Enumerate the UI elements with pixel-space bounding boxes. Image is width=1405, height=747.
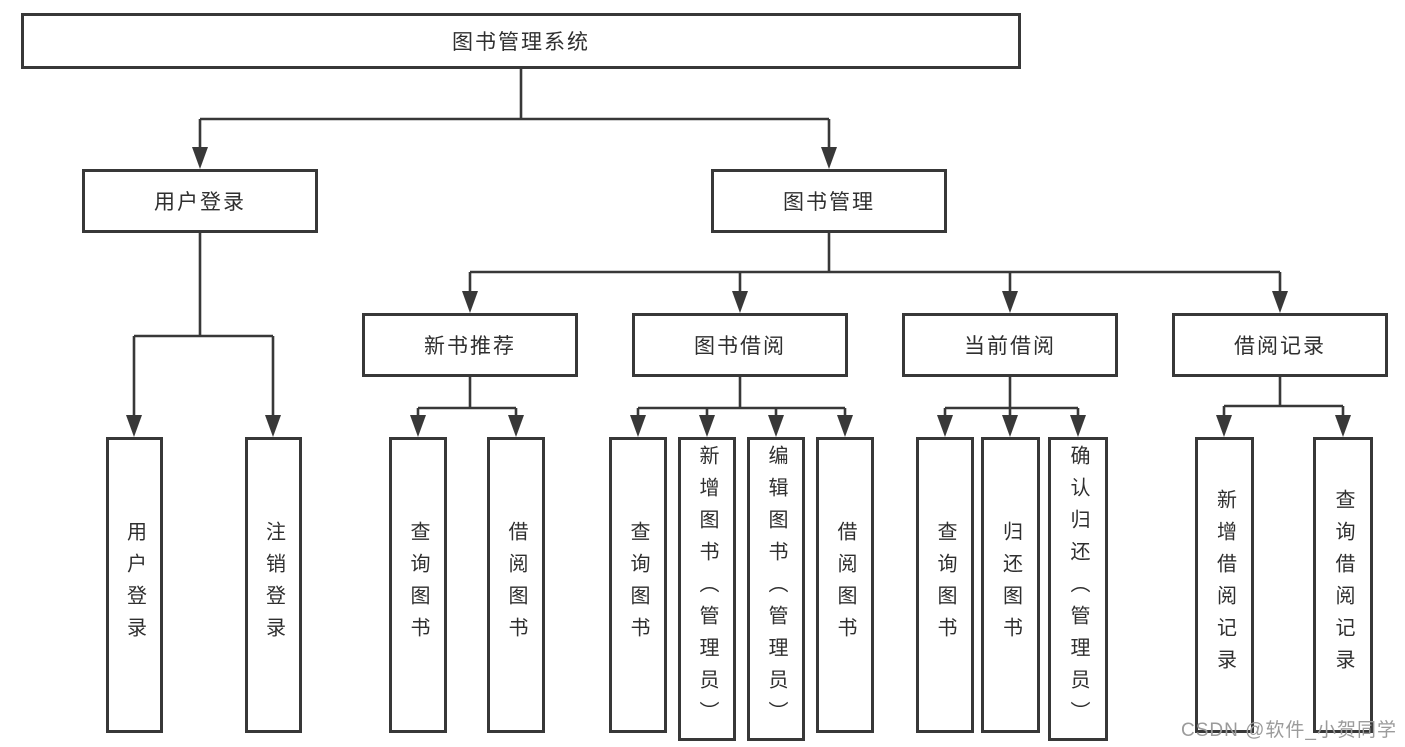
arrowhead [1272,291,1288,313]
arrowhead [410,415,426,437]
leaf-borrow-books-recommend-label: 借阅图书 [505,521,527,649]
leaf-return-books: 归还图书 [981,437,1040,733]
leaf-query-books-recommend-label: 查询图书 [407,521,429,649]
node-user-login: 用户登录 [82,169,318,233]
node-new-book-recommend-label: 新书推荐 [424,335,516,358]
leaf-query-borrow-record: 查询借阅记录 [1313,437,1373,733]
arrowhead [265,415,281,437]
leaf-edit-books-admin: 编辑图书（管理员） [747,437,805,741]
leaf-borrow-books: 借阅图书 [816,437,874,733]
leaf-confirm-return-admin-label: 确认归还（管理员） [1067,445,1089,733]
arrowhead [937,415,953,437]
arrowhead [1070,415,1086,437]
leaf-add-borrow-record-label: 新增借阅记录 [1213,489,1236,681]
leaf-query-books-borrow-label: 查询图书 [627,521,649,649]
csdn-watermark: CSDN @软件_小贺同学 [1181,720,1397,741]
leaf-query-books-current: 查询图书 [916,437,974,733]
node-root: 图书管理系统 [21,13,1021,69]
arrowhead [699,415,715,437]
arrowhead [1002,291,1018,313]
leaf-add-borrow-record: 新增借阅记录 [1195,437,1254,733]
arrowhead [1002,415,1018,437]
node-book-management: 图书管理 [711,169,947,233]
arrowhead [508,415,524,437]
node-borrowing-records-label: 借阅记录 [1234,335,1326,358]
arrowhead [462,291,478,313]
leaf-query-borrow-record-label: 查询借阅记录 [1332,489,1354,681]
leaf-borrow-books-label: 借阅图书 [834,521,856,649]
leaf-user-login: 用户登录 [106,437,163,733]
arrowhead [192,147,208,169]
leaf-logout-label: 注销登录 [262,521,285,649]
arrowhead [1335,415,1351,437]
leaf-confirm-return-admin: 确认归还（管理员） [1048,437,1108,741]
leaf-query-books-borrow: 查询图书 [609,437,667,733]
leaf-borrow-books-recommend: 借阅图书 [487,437,545,733]
arrowhead [837,415,853,437]
arrowhead [630,415,646,437]
arrowhead [732,291,748,313]
arrowhead [821,147,837,169]
node-book-management-label: 图书管理 [783,191,875,214]
leaf-edit-books-admin-label: 编辑图书（管理员） [765,445,787,733]
leaf-return-books-label: 归还图书 [999,521,1022,649]
leaf-query-books-current-label: 查询图书 [934,521,956,649]
node-book-borrowing: 图书借阅 [632,313,848,377]
arrowhead [126,415,142,437]
node-user-login-label: 用户登录 [154,191,246,214]
node-borrowing-records: 借阅记录 [1172,313,1388,377]
leaf-add-books-admin-label: 新增图书（管理员） [696,445,718,733]
node-new-book-recommend: 新书推荐 [362,313,578,377]
leaf-query-books-recommend: 查询图书 [389,437,447,733]
arrowhead [768,415,784,437]
node-book-borrowing-label: 图书借阅 [694,335,786,358]
leaf-logout: 注销登录 [245,437,302,733]
node-current-borrowing: 当前借阅 [902,313,1118,377]
node-current-borrowing-label: 当前借阅 [964,335,1056,358]
leaf-add-books-admin: 新增图书（管理员） [678,437,736,741]
leaf-user-login-label: 用户登录 [123,521,146,649]
node-root-label: 图书管理系统 [452,31,590,54]
arrowhead [1216,415,1232,437]
